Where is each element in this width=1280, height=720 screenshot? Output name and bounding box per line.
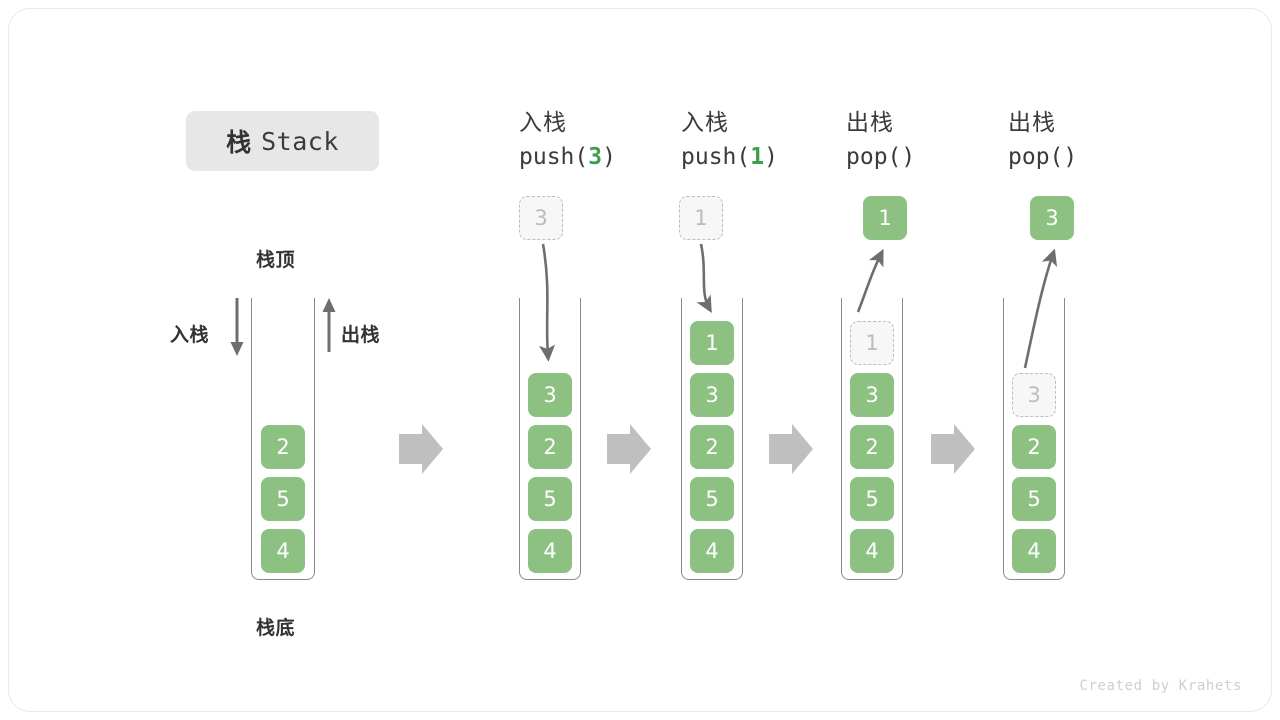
- stack-cell: 2: [690, 425, 734, 469]
- stack-cell: 2: [1012, 425, 1056, 469]
- code-argument: 1: [750, 144, 765, 170]
- label-pop-direction: 出栈: [341, 324, 381, 346]
- column-header-cn: 入栈: [681, 110, 729, 136]
- column-header-cn: 入栈: [519, 110, 567, 136]
- code-suffix: ): [1063, 144, 1078, 170]
- stack-cell: 3: [850, 373, 894, 417]
- footer-credit: Created by Krahets: [1079, 678, 1242, 694]
- code-suffix: ): [901, 144, 916, 170]
- code-suffix: ): [764, 144, 778, 170]
- stack-cell: 1: [690, 321, 734, 365]
- column-header-pop-3: 出栈 pop(): [1008, 106, 1198, 174]
- reference-stack-cell: 2: [261, 425, 305, 469]
- reference-stack-container: [251, 298, 315, 580]
- stack-cell: 3: [690, 373, 734, 417]
- code-prefix: push(: [681, 144, 751, 170]
- column-header-cn: 出栈: [846, 110, 894, 136]
- label-stack-top: 栈顶: [256, 249, 296, 271]
- title-cn: 栈: [226, 128, 253, 157]
- code-prefix: pop(: [1008, 144, 1064, 170]
- floating-element-push-3: 3: [519, 196, 563, 240]
- popped-element-1: 1: [863, 196, 907, 240]
- stack-cell: 3: [528, 373, 572, 417]
- stack-cell: 4: [1012, 529, 1056, 573]
- code-argument: 3: [588, 144, 603, 170]
- column-header-code: push(1): [681, 140, 871, 174]
- stack-cell-vacated: 1: [850, 321, 894, 365]
- column-header-push-3: 入栈 push(3): [519, 106, 709, 174]
- column-header-cn: 出栈: [1008, 110, 1056, 136]
- column-header-push-1: 入栈 push(1): [681, 106, 871, 174]
- code-prefix: push(: [519, 144, 589, 170]
- code-prefix: pop(: [846, 144, 902, 170]
- column-header-pop-1: 出栈 pop(): [846, 106, 1036, 174]
- stack-container-pop-3: [1003, 298, 1065, 580]
- label-stack-bottom: 栈底: [256, 617, 296, 639]
- column-header-code: pop(): [846, 140, 1036, 174]
- stack-cell-vacated: 3: [1012, 373, 1056, 417]
- stack-container-push-3: [519, 298, 581, 580]
- stack-container-push-1: [681, 298, 743, 580]
- popped-element-3: 3: [1030, 196, 1074, 240]
- stack-container-pop-1: [841, 298, 903, 580]
- page-title: 栈 Stack: [186, 111, 379, 171]
- code-suffix: ): [602, 144, 616, 170]
- column-header-code: pop(): [1008, 140, 1198, 174]
- stack-cell: 4: [528, 529, 572, 573]
- floating-element-push-1: 1: [679, 196, 723, 240]
- reference-stack-cell: 5: [261, 477, 305, 521]
- label-push-direction: 入栈: [170, 324, 210, 346]
- stack-cell: 2: [850, 425, 894, 469]
- stack-cell: 5: [528, 477, 572, 521]
- column-header-code: push(3): [519, 140, 709, 174]
- stack-cell: 5: [690, 477, 734, 521]
- stack-cell: 2: [528, 425, 572, 469]
- reference-stack-cell: 4: [261, 529, 305, 573]
- title-en: Stack: [261, 126, 339, 156]
- stack-cell: 5: [1012, 477, 1056, 521]
- stack-cell: 4: [850, 529, 894, 573]
- stack-cell: 5: [850, 477, 894, 521]
- stack-cell: 4: [690, 529, 734, 573]
